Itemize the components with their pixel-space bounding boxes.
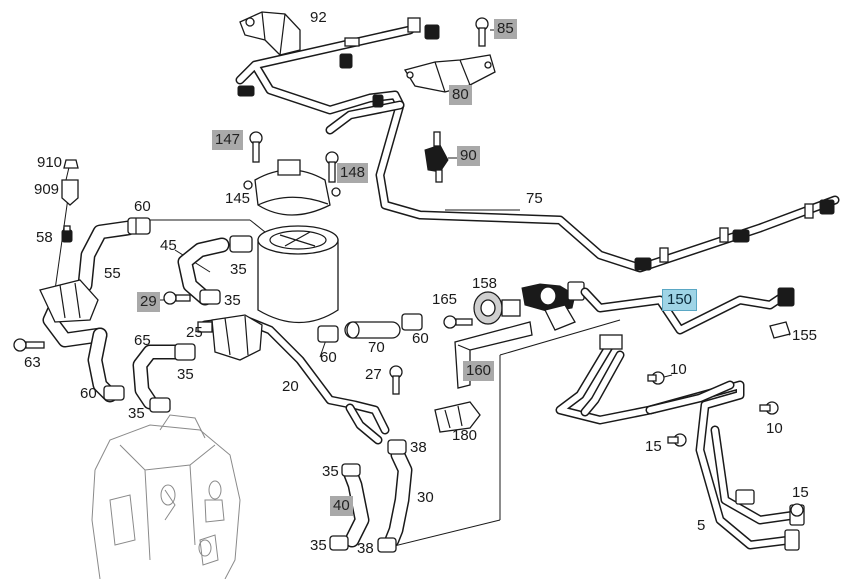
part-label-29[interactable]: 29 — [137, 292, 160, 312]
part-180-clip — [434, 401, 481, 433]
part-35-clamp-c — [174, 343, 196, 361]
fuel-filter-canister — [257, 225, 339, 324]
part-label-35f[interactable]: 35 — [310, 537, 327, 554]
part-label-150[interactable]: 150 — [662, 289, 698, 311]
part-label-35a[interactable]: 35 — [230, 261, 247, 278]
part-label-35d[interactable]: 35 — [128, 405, 145, 422]
part-label-65[interactable]: 65 — [134, 332, 151, 349]
part-label-20[interactable]: 20 — [282, 378, 299, 395]
part-label-909[interactable]: 909 — [34, 181, 60, 198]
part-label-45[interactable]: 45 — [160, 237, 177, 254]
part-147-bolt — [249, 131, 263, 163]
part-909-sensor — [61, 179, 79, 206]
part-label-10b[interactable]: 10 — [766, 420, 783, 437]
part-label-165[interactable]: 165 — [432, 291, 458, 308]
part-55-hose — [39, 220, 136, 403]
part-60-clamp-c — [317, 325, 339, 343]
part-92-bracket — [239, 11, 301, 56]
part-10-bolt-a — [647, 371, 665, 385]
part-35-clamp-a — [229, 235, 253, 253]
part-38-clamp-b — [377, 537, 397, 553]
part-35-clamp-d — [149, 397, 171, 413]
part-70-sleeve — [344, 321, 401, 339]
part-label-910[interactable]: 910 — [37, 154, 63, 171]
part-158-pressure-valve — [473, 291, 521, 325]
part-155-clip — [769, 321, 791, 339]
injector-connectors-top — [237, 17, 835, 271]
part-45-hose — [177, 237, 230, 306]
part-160-bracket — [454, 321, 533, 389]
part-35-clamp-e — [341, 463, 361, 477]
part-60-clamp-a — [127, 217, 151, 235]
part-label-60a[interactable]: 60 — [134, 198, 151, 215]
part-910-cap — [63, 159, 79, 169]
part-label-38b[interactable]: 38 — [357, 540, 374, 557]
part-80-bracket — [403, 54, 496, 93]
part-label-25[interactable]: 25 — [186, 324, 203, 341]
part-label-63[interactable]: 63 — [24, 354, 41, 371]
part-145-clamp — [243, 159, 341, 216]
part-label-35b[interactable]: 35 — [224, 292, 241, 309]
part-label-92[interactable]: 92 — [310, 9, 327, 26]
part-35-clamp-f — [329, 535, 349, 551]
part-15-bolt-a — [667, 433, 687, 447]
part-30-hose — [384, 447, 413, 548]
part-label-145[interactable]: 145 — [225, 190, 251, 207]
part-85-bolt — [475, 17, 489, 47]
part-label-158[interactable]: 158 — [472, 275, 498, 292]
part-150-line — [580, 287, 795, 335]
part-label-75[interactable]: 75 — [526, 190, 543, 207]
part-150-valve — [521, 281, 585, 331]
part-label-180[interactable]: 180 — [452, 427, 478, 444]
part-10-bolt-b — [759, 401, 779, 415]
high-pressure-pump — [91, 414, 241, 579]
part-label-35c[interactable]: 35 — [177, 366, 194, 383]
part-58-switch — [61, 225, 73, 243]
part-label-38a[interactable]: 38 — [410, 439, 427, 456]
part-label-60c[interactable]: 60 — [412, 330, 429, 347]
part-60-clamp-b — [103, 385, 125, 401]
part-165-bolt — [443, 315, 473, 329]
part-5-pipe-assembly — [555, 334, 805, 551]
part-15-bolt-b — [790, 503, 804, 517]
part-27-bolt — [389, 365, 403, 395]
part-38-clamp-a — [387, 439, 407, 455]
part-label-60d[interactable]: 60 — [80, 385, 97, 402]
part-label-70[interactable]: 70 — [368, 339, 385, 356]
part-label-80[interactable]: 80 — [449, 85, 472, 105]
part-65-hose — [132, 344, 183, 410]
part-label-160[interactable]: 160 — [463, 361, 495, 381]
part-label-35e[interactable]: 35 — [322, 463, 339, 480]
part-label-147[interactable]: 147 — [212, 130, 244, 150]
part-29-bolt — [163, 291, 191, 305]
part-25-fitting — [197, 314, 263, 361]
part-35-clamp-b — [199, 289, 221, 305]
part-label-90[interactable]: 90 — [457, 146, 480, 166]
part-label-60b[interactable]: 60 — [320, 349, 337, 366]
part-label-155[interactable]: 155 — [792, 327, 818, 344]
part-label-85[interactable]: 85 — [494, 19, 517, 39]
part-90-sensor — [424, 131, 449, 183]
part-63-bolt — [13, 338, 45, 352]
part-60-clamp-d — [401, 313, 423, 331]
part-label-40[interactable]: 40 — [330, 496, 353, 516]
part-label-10a[interactable]: 10 — [670, 361, 687, 378]
part-label-15a[interactable]: 15 — [645, 438, 662, 455]
part-label-55[interactable]: 55 — [104, 265, 121, 282]
part-label-148[interactable]: 148 — [337, 163, 369, 183]
part-label-58[interactable]: 58 — [36, 229, 53, 246]
part-40-hose — [342, 464, 370, 548]
part-label-15b[interactable]: 15 — [792, 484, 809, 501]
part-label-30[interactable]: 30 — [417, 489, 434, 506]
part-148-bolt — [325, 151, 339, 183]
part-label-5[interactable]: 5 — [697, 517, 706, 534]
part-label-27[interactable]: 27 — [365, 366, 382, 383]
